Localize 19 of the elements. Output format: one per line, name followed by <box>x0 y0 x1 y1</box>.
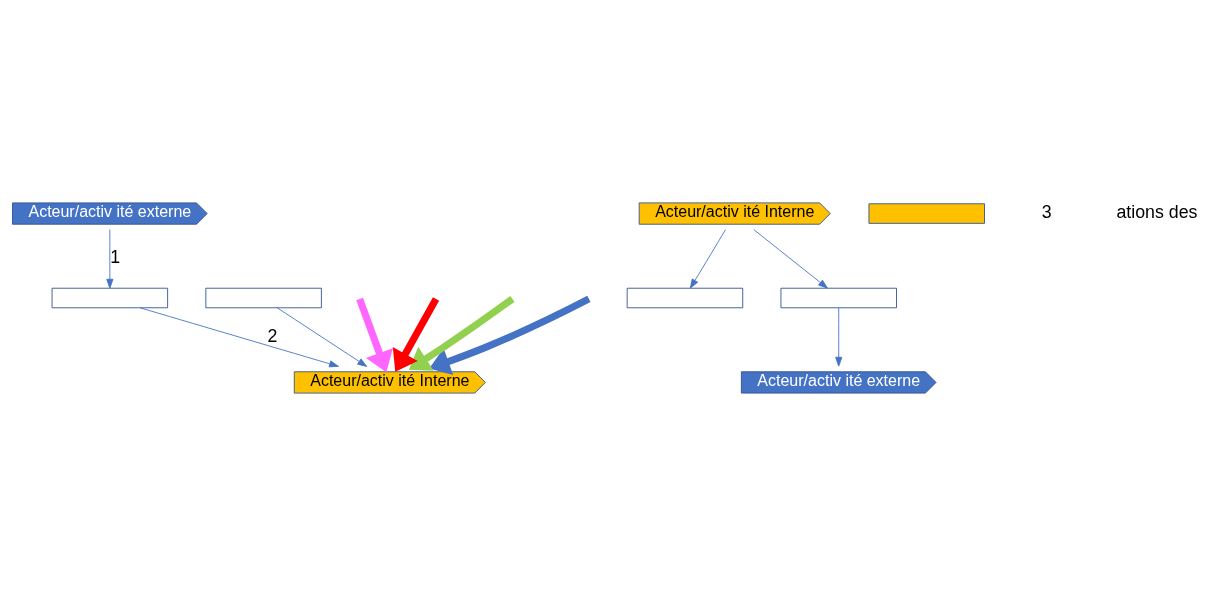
arrow <box>276 307 368 367</box>
arrow <box>106 229 114 289</box>
edge-label: 2 <box>267 325 278 346</box>
arrow <box>835 307 843 367</box>
label: ations des <box>1116 202 1198 222</box>
arrow <box>139 307 339 368</box>
node-box <box>626 287 744 309</box>
node-box <box>51 287 169 309</box>
arrow <box>753 229 828 289</box>
edge-label: 1 <box>110 247 121 268</box>
arrow <box>689 229 727 289</box>
node-box <box>780 287 897 309</box>
arrow <box>392 297 440 372</box>
node-box <box>205 287 322 309</box>
label: 3 <box>1041 202 1052 222</box>
arrow <box>429 295 591 376</box>
arrow <box>408 296 515 371</box>
node-box <box>868 203 985 224</box>
arrow <box>356 297 393 373</box>
